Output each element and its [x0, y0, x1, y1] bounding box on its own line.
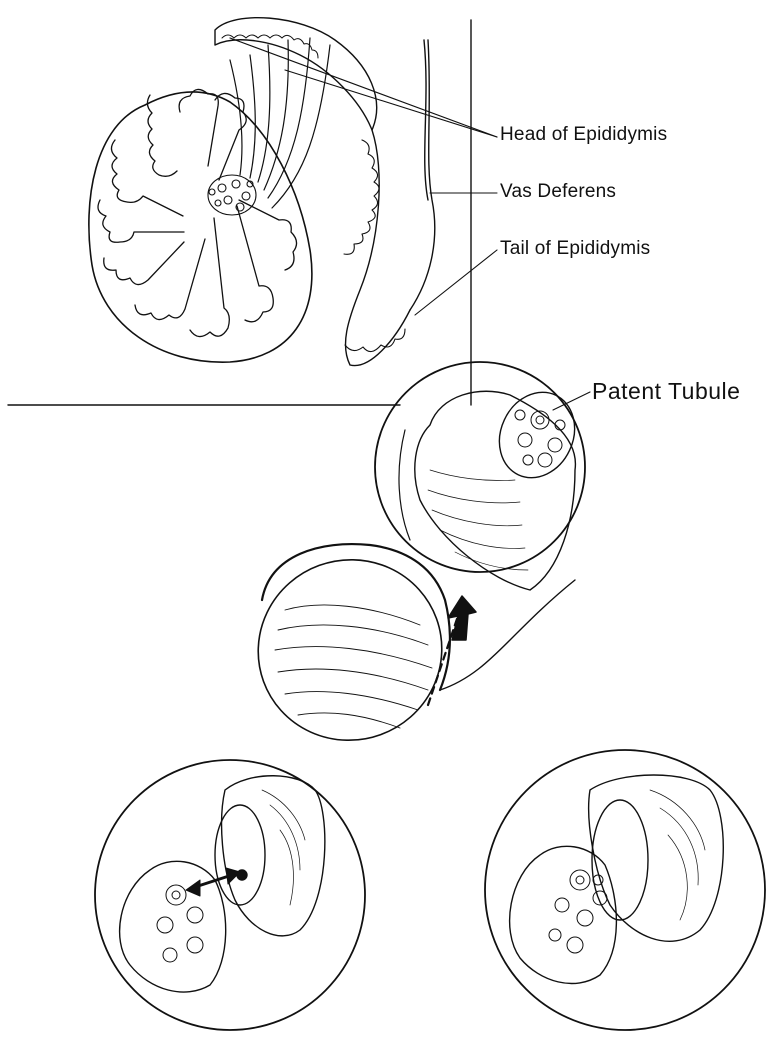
label-vas-deferens: Vas Deferens — [500, 181, 616, 203]
zoom-circle-right — [485, 750, 765, 1030]
testis-cross-section — [89, 18, 497, 366]
vas-deferens — [410, 40, 435, 310]
zoom-circle-left — [95, 760, 365, 1030]
label-patent-tubule: Patent Tubule — [592, 378, 740, 405]
seminiferous-lobules — [98, 89, 297, 336]
epididymis-body — [345, 130, 410, 366]
label-head-of-epididymis: Head of Epididymis — [500, 124, 667, 146]
rete-testis — [208, 175, 256, 215]
label-tail-of-epididymis: Tail of Epididymis — [500, 238, 650, 260]
testis-whole — [233, 534, 575, 766]
panel-dividers — [8, 20, 471, 405]
epididymis-cap — [262, 544, 450, 690]
